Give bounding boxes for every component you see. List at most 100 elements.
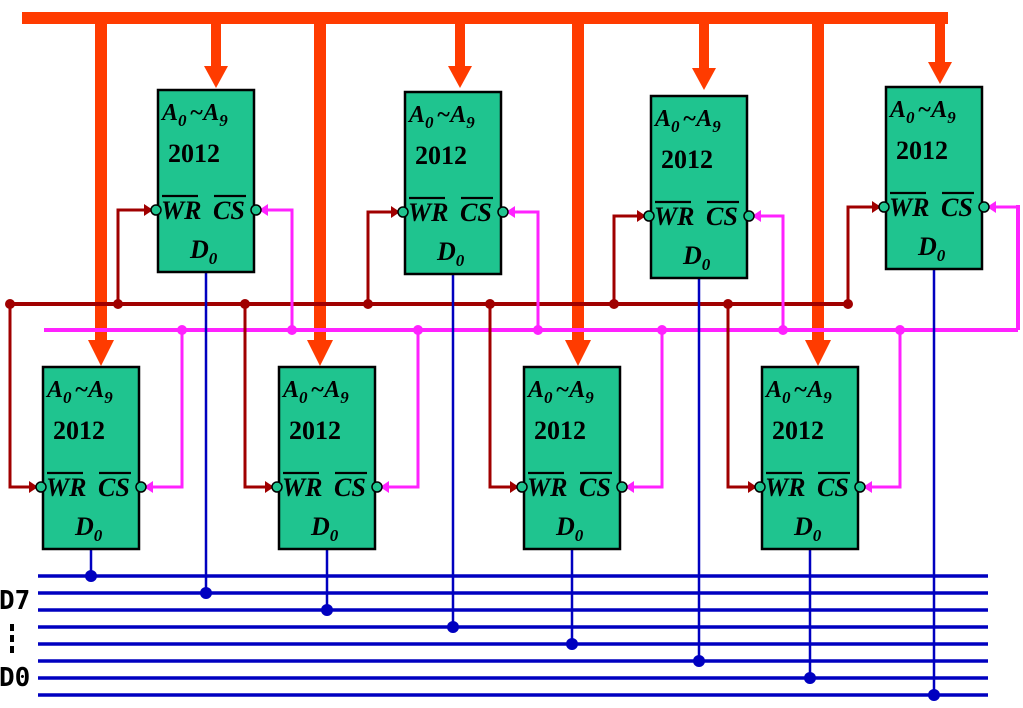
signal-arrowhead (259, 204, 268, 216)
chip-select-wire (759, 214, 785, 330)
write-pin-label: WR (889, 193, 929, 222)
chip-body (277, 365, 377, 551)
write-enable-junction (843, 299, 853, 309)
signal-arrowhead (391, 206, 400, 218)
chip-select-wire (387, 330, 420, 489)
chip-select-junction (413, 325, 423, 335)
signal-arrowhead (637, 210, 646, 222)
chip-body (403, 90, 503, 276)
control-wiring (5, 201, 1020, 701)
chip-select-pin-connector (371, 481, 383, 493)
chip-body (41, 365, 141, 551)
part-number: 2012 (896, 136, 948, 165)
write-pin-label: WR (527, 473, 567, 502)
chip-select-pin-label: CS (941, 193, 973, 222)
signal-arrowhead (29, 481, 38, 493)
chip-select-wire (266, 208, 294, 330)
signal-arrowhead (752, 210, 761, 222)
address-pins-label: A0~A9 (45, 377, 113, 407)
signal-arrowhead (863, 481, 872, 493)
signal-arrowhead (872, 201, 881, 213)
write-pin-label: WR (408, 198, 448, 227)
write-pin-label: WR (765, 473, 805, 502)
write-enable-wire (726, 304, 750, 489)
chip-body (522, 365, 622, 551)
data-bus-junction (200, 587, 212, 599)
signal-arrowhead (380, 481, 389, 493)
chip-select-pin-label: CS (213, 196, 245, 225)
signal-arrowhead (506, 206, 515, 218)
chip-select-pin-connector (250, 204, 262, 216)
write-enable-wire (243, 304, 267, 489)
part-number: 2012 (661, 145, 713, 174)
chip-select-pin-connector (854, 481, 866, 493)
write-pin-connector (878, 201, 890, 213)
data-bus-junction (447, 621, 459, 633)
data-pin-label: D0 (436, 237, 465, 270)
address-pins-label: A0~A9 (281, 377, 349, 407)
part-number: 2012 (289, 416, 341, 445)
address-pins-label: A0~A9 (888, 97, 956, 127)
write-enable-wire (488, 304, 512, 489)
write-pin-connector (271, 481, 283, 493)
write-enable-junction (723, 299, 733, 309)
data-pin-label: D0 (74, 512, 103, 545)
signal-arrowhead (987, 201, 996, 213)
chip-select-wire (632, 330, 664, 489)
data-pin-label: D0 (555, 512, 584, 545)
write-enable-junction (363, 299, 373, 309)
part-number: 2012 (53, 416, 105, 445)
data-pin-label: D0 (682, 241, 711, 274)
write-pin-connector (397, 206, 409, 218)
part-number: 2012 (168, 139, 220, 168)
signal-arrowhead (510, 481, 519, 493)
write-enable-wire (366, 210, 393, 304)
write-pin-connector (643, 210, 655, 222)
data-bus-junction (321, 604, 333, 616)
part-number: 2012 (772, 416, 824, 445)
chip-body (156, 88, 256, 274)
chip-select-junction (533, 325, 543, 335)
write-pin-label: WR (161, 196, 201, 225)
write-enable-junction (5, 299, 15, 309)
signal-arrowhead (625, 481, 634, 493)
data-bus-label-d0: D0 (0, 663, 30, 693)
data-bus-junction (928, 689, 940, 701)
data-pin-label: D0 (310, 512, 339, 545)
chip-select-pin-label: CS (579, 473, 611, 502)
chip-select-junction (895, 325, 905, 335)
chip-select-pin-label: CS (460, 198, 492, 227)
write-enable-junction (609, 299, 619, 309)
data-bus-junction (566, 638, 578, 650)
chip-select-pin-connector (978, 201, 990, 213)
chip-select-pin-connector (497, 206, 509, 218)
address-pins-label: A0~A9 (764, 377, 832, 407)
data-pin-label: D0 (917, 232, 946, 265)
chip-body (760, 365, 860, 551)
chip-body (649, 94, 749, 280)
signal-arrowhead (144, 481, 153, 493)
address-pins-label: A0~A9 (653, 106, 721, 136)
data-bus-junction (804, 672, 816, 684)
address-pins-label: A0~A9 (526, 377, 594, 407)
chip-select-junction (177, 325, 187, 335)
write-enable-wire (612, 214, 639, 304)
write-enable-junction (113, 299, 123, 309)
write-enable-junction (240, 299, 250, 309)
data-bus-junction (693, 655, 705, 667)
write-enable-junction (485, 299, 495, 309)
chip-select-pin-connector (743, 210, 755, 222)
data-bus-label-d7: D7 (0, 586, 30, 616)
write-enable-wire (8, 304, 31, 489)
chip-body (884, 85, 984, 271)
chip-select-junction (287, 325, 297, 335)
